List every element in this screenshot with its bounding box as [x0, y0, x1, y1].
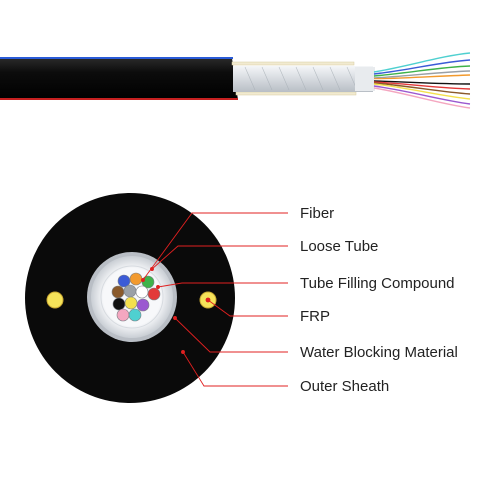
fiber-strand — [112, 297, 126, 311]
frp-left — [46, 291, 64, 309]
loose-tube-side — [233, 66, 373, 92]
jacket-blue-stripe — [0, 57, 233, 59]
fiber-strand — [124, 296, 138, 310]
fiber-strand — [128, 308, 142, 322]
fiber-strand — [116, 308, 130, 322]
leader-fiber — [142, 212, 288, 281]
fiber-strand — [136, 298, 150, 312]
frp-rod-bottom — [235, 91, 357, 96]
leader-outer-sheath — [182, 351, 288, 387]
frp-rod-top — [231, 61, 355, 66]
label-tube-filling-compound: Tube Filling Compound — [300, 275, 455, 292]
outer-jacket-side — [0, 58, 238, 100]
label-frp: FRP — [300, 308, 330, 325]
fiber-bundle — [111, 272, 161, 322]
cable-cross-section — [25, 193, 235, 403]
leader-frp — [207, 299, 288, 317]
leader-lines — [141, 212, 288, 387]
label-fiber: Fiber — [300, 205, 335, 222]
fiber-strand — [117, 274, 131, 288]
cable-side-view — [0, 52, 471, 109]
loose-tube-band — [355, 67, 375, 91]
label-loose-tube: Loose Tube — [300, 238, 379, 255]
fiber-strand — [129, 272, 143, 286]
loose-tube-inner-ring — [100, 265, 164, 329]
leader-loose-tube — [151, 245, 288, 270]
fiber-strand — [111, 285, 125, 299]
fiber-strand — [135, 285, 149, 299]
jacket-red-stripe — [0, 98, 238, 100]
fiber-strand — [141, 275, 155, 289]
fiber-fan — [373, 52, 471, 109]
fiber-strand — [123, 284, 137, 298]
fiber-strand — [147, 287, 161, 301]
label-outer-sheath: Outer Sheath — [300, 378, 390, 395]
leader-water-blocking — [174, 317, 288, 353]
label-water-blocking-material: Water Blocking Material — [300, 344, 458, 361]
leader-filling-compound — [157, 282, 288, 288]
